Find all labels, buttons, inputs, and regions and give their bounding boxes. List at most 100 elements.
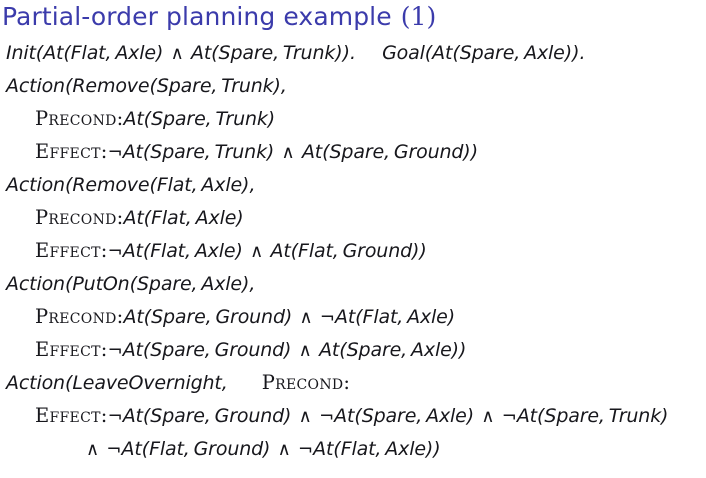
precond-label: Precond: [261, 371, 351, 394]
and-operator: ∧ [481, 406, 495, 427]
term-flat: Flat [340, 438, 376, 460]
term-trunk: Trunk [214, 141, 267, 163]
effect-label: Effect: [35, 404, 108, 427]
at-predicate: At [121, 438, 142, 460]
and-operator: ∧ [250, 241, 264, 262]
page-title-text: Partial-order planning example [2, 2, 392, 31]
at-predicate: At [334, 306, 356, 328]
action-keyword: Action [6, 273, 65, 295]
term-ground: Ground [193, 438, 264, 460]
at-predicate: At [43, 42, 64, 64]
slide-body: Init(At(Flat, Axle) ∧ At(Spare, Trunk)).… [0, 36, 706, 465]
term-flat: Flat [156, 174, 192, 196]
term-spare: Spare [459, 42, 515, 64]
term-axle: Axle [194, 240, 236, 262]
not-operator: ¬ [106, 439, 122, 460]
term-ground: Ground [214, 405, 285, 427]
at-predicate: At [334, 405, 355, 427]
term-axle: Axle [115, 42, 156, 64]
term-flat: Flat [362, 306, 398, 328]
and-operator: ∧ [281, 142, 295, 163]
action-puton-spare-effect: Effect:¬At(Spare, Ground) ∧ At(Spare, Ax… [35, 338, 467, 361]
precond-label: Precond: [35, 305, 124, 328]
leaveovernight-predicate: LeaveOvernight [72, 372, 222, 394]
at-predicate: At [123, 108, 144, 130]
term-axle: Axle [385, 438, 426, 460]
term-flat: Flat [151, 207, 186, 229]
action-puton-spare-precond: Precond:At(Spare, Ground) ∧ ¬At(Flat, Ax… [35, 305, 456, 328]
page-title-number: (1) [400, 2, 437, 31]
init-goal-line: Init(At(Flat, Axle) ∧ At(Spare, Trunk)).… [6, 42, 586, 64]
term-spare: Spare [544, 405, 599, 427]
precond-label: Precond: [35, 206, 124, 229]
action-remove-spare-effect: Effect:¬At(Spare, Trunk) ∧ At(Spare, Gro… [35, 140, 479, 163]
action-keyword: Action [6, 75, 65, 97]
term-spare: Spare [329, 141, 385, 163]
term-axle: Axle [201, 174, 243, 196]
term-flat: Flat [298, 240, 333, 262]
term-spare: Spare [151, 306, 206, 328]
action-keyword: Action [6, 174, 65, 196]
term-axle: Axle [201, 273, 242, 295]
not-operator: ¬ [319, 406, 335, 427]
term-axle: Axle [426, 405, 467, 427]
action-remove-flat-header: Action(Remove(Flat, Axle), [6, 174, 256, 196]
action-remove-flat-precond: Precond:At(Flat, Axle) [35, 206, 244, 229]
term-trunk: Trunk [221, 75, 274, 97]
not-operator: ¬ [319, 307, 335, 328]
term-axle: Axle [411, 339, 452, 361]
effect-label: Effect: [35, 239, 108, 262]
at-predicate: At [123, 207, 144, 229]
not-operator: ¬ [501, 406, 517, 427]
not-operator: ¬ [107, 340, 123, 361]
effect-label: Effect: [35, 140, 108, 163]
term-spare: Spare [151, 108, 206, 130]
at-predicate: At [122, 339, 143, 361]
term-ground: Ground [214, 339, 285, 361]
action-remove-flat-effect: Effect:¬At(Flat, Axle) ∧ At(Flat, Ground… [35, 239, 427, 262]
at-predicate: At [301, 141, 323, 163]
term-flat: Flat [149, 438, 184, 460]
term-flat: Flat [150, 240, 185, 262]
remove-predicate: Remove [72, 174, 150, 196]
page-title: Partial-order planning example (1) [2, 1, 436, 33]
init-keyword: Init [6, 42, 36, 64]
term-trunk: Trunk [282, 42, 336, 64]
action-keyword: Action [6, 372, 65, 394]
at-predicate: At [313, 438, 334, 460]
at-predicate: At [270, 240, 291, 262]
and-operator: ∧ [170, 43, 184, 64]
and-operator: ∧ [299, 307, 313, 328]
term-ground: Ground [215, 306, 285, 328]
at-predicate: At [516, 405, 537, 427]
term-axle: Axle [407, 306, 448, 328]
at-predicate: At [122, 405, 143, 427]
term-ground: Ground [393, 141, 464, 163]
at-predicate: At [432, 42, 453, 64]
term-spare: Spare [218, 42, 274, 64]
and-operator: ∧ [86, 439, 100, 460]
and-operator: ∧ [298, 406, 312, 427]
term-flat: Flat [70, 42, 106, 64]
term-trunk: Trunk [608, 405, 662, 427]
and-operator: ∧ [298, 340, 312, 361]
term-spare: Spare [346, 339, 402, 361]
term-spare: Spare [150, 339, 205, 361]
term-spare: Spare [150, 405, 205, 427]
at-predicate: At [122, 240, 143, 262]
term-spare: Spare [150, 141, 205, 163]
action-leaveovernight-effect: Effect:¬At(Spare, Ground) ∧ ¬At(Spare, A… [35, 404, 669, 427]
and-operator: ∧ [277, 439, 291, 460]
puton-predicate: PutOn [72, 273, 130, 295]
not-operator: ¬ [107, 406, 123, 427]
term-spare: Spare [156, 75, 212, 97]
precond-label: Precond: [35, 107, 124, 130]
goal-keyword: Goal [382, 42, 425, 64]
action-remove-spare-precond: Precond:At(Spare, Trunk) [35, 107, 276, 130]
at-predicate: At [123, 306, 144, 328]
term-spare: Spare [361, 405, 417, 427]
at-predicate: At [190, 42, 212, 64]
term-axle: Axle [195, 207, 237, 229]
action-leaveovernight-header: Action(LeaveOvernight,Precond: [6, 371, 351, 394]
